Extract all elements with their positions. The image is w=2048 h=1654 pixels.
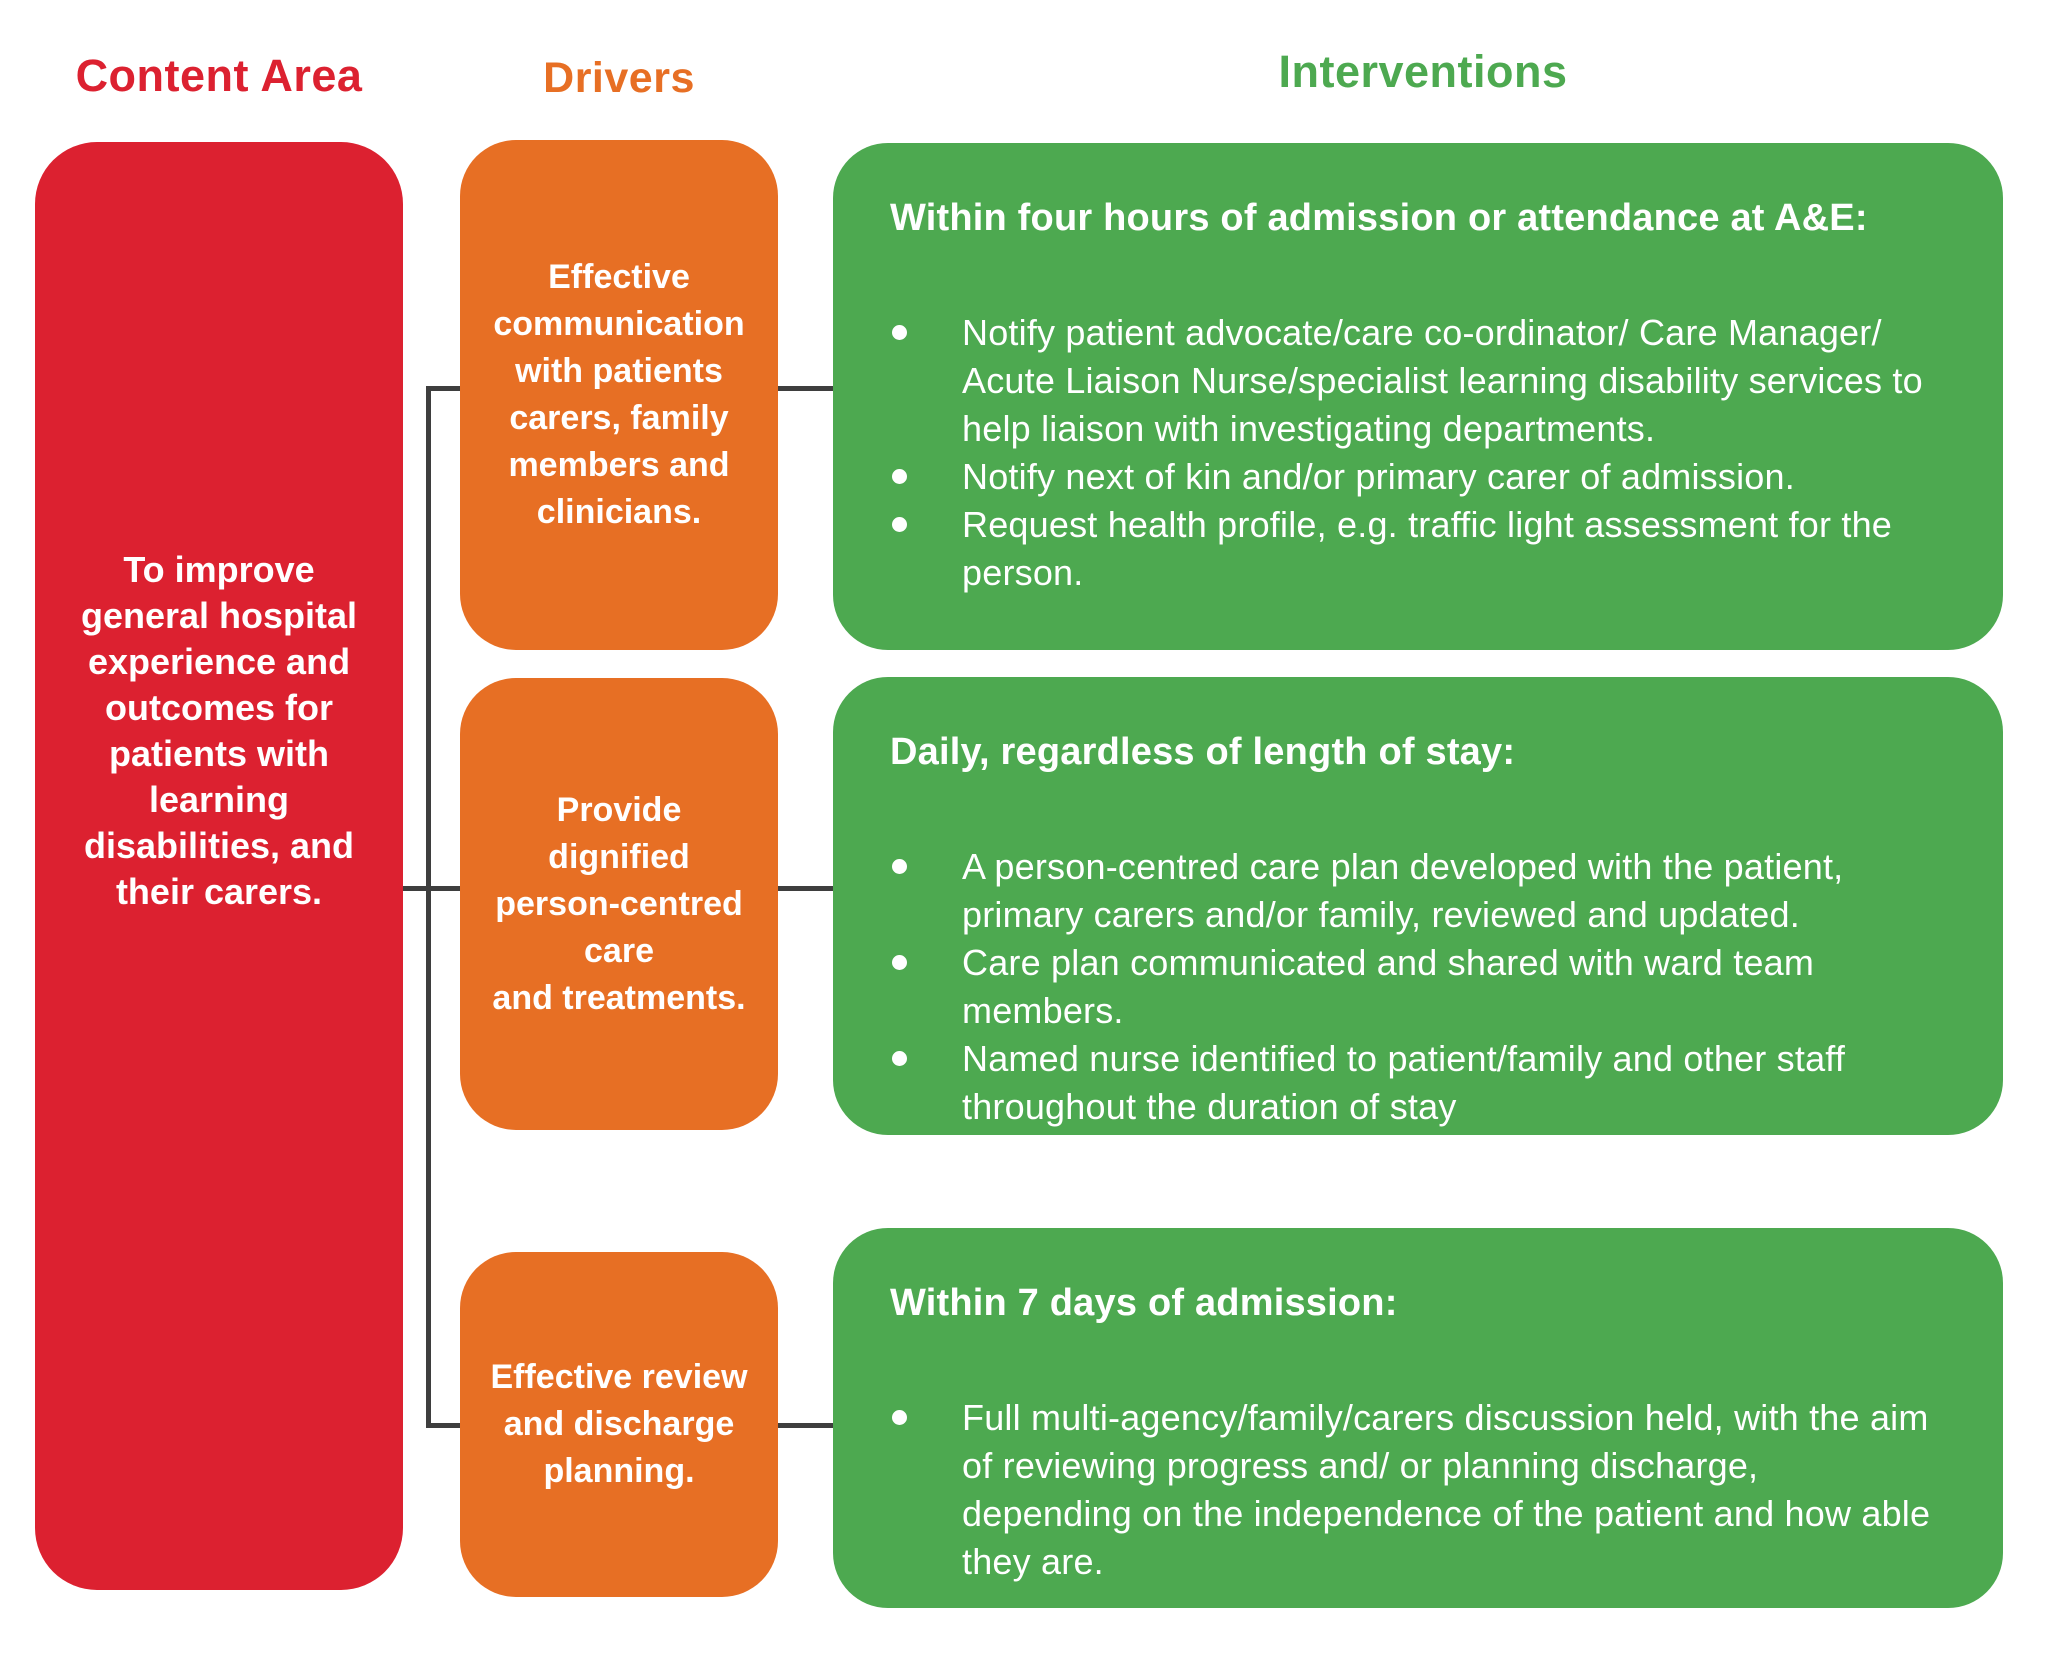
- bullet-item: Notify next of kin and/or primary carer …: [890, 453, 1933, 501]
- driver-box-communication: Effective communication with patients ca…: [460, 140, 778, 650]
- intervention-box-four-hours: Within four hours of admission or attend…: [833, 143, 2003, 650]
- intervention-box-seven-days: Within 7 days of admission: Full multi-a…: [833, 1228, 2003, 1608]
- intervention-heading: Daily, regardless of length of stay:: [890, 731, 1516, 773]
- connector-vertical: [426, 386, 431, 1428]
- bullet-item: Notify patient advocate/care co-ordinato…: [890, 309, 1933, 453]
- content-area-goal-text: To improve general hospital experience a…: [80, 549, 358, 912]
- connector-branch2-left: [400, 886, 464, 891]
- driver-box-text: Effective communication with patients ca…: [493, 258, 745, 531]
- bullet-item: Care plan communicated and shared with w…: [890, 939, 1933, 1035]
- driver-box-dignified-care: Provide dignified person-centred care an…: [460, 678, 778, 1130]
- driver-box-text: Provide dignified person-centred care an…: [492, 790, 746, 1017]
- intervention-bullet-list: A person-centred care plan developed wit…: [890, 843, 1933, 1131]
- driver-box-text: Effective review and discharge planning.: [490, 1358, 748, 1490]
- driver-box-discharge-planning: Effective review and discharge planning.: [460, 1252, 778, 1597]
- intervention-heading: Within four hours of admission or attend…: [890, 197, 1868, 239]
- interventions-title: Interventions: [1278, 46, 1568, 97]
- bullet-item: Named nurse identified to patient/family…: [890, 1035, 1933, 1131]
- intervention-bullet-list: Full multi-agency/family/carers discussi…: [890, 1394, 1933, 1586]
- connector-branch3-right: [778, 1423, 836, 1428]
- bullet-item: Request health profile, e.g. traffic lig…: [890, 501, 1933, 597]
- intervention-heading: Within 7 days of admission:: [890, 1282, 1398, 1324]
- intervention-bullet-list: Notify patient advocate/care co-ordinato…: [890, 309, 1933, 597]
- content-area-title: Content Area: [75, 50, 363, 101]
- bullet-item: A person-centred care plan developed wit…: [890, 843, 1933, 939]
- connector-branch1-left: [426, 386, 464, 391]
- connector-branch3-left: [426, 1423, 464, 1428]
- content-area-box: To improve general hospital experience a…: [35, 142, 403, 1590]
- drivers-title: Drivers: [543, 54, 695, 102]
- bullet-item: Full multi-agency/family/carers discussi…: [890, 1394, 1933, 1586]
- intervention-box-daily: Daily, regardless of length of stay: A p…: [833, 677, 2003, 1135]
- connector-branch1-right: [778, 386, 836, 391]
- connector-branch2-right: [778, 886, 836, 891]
